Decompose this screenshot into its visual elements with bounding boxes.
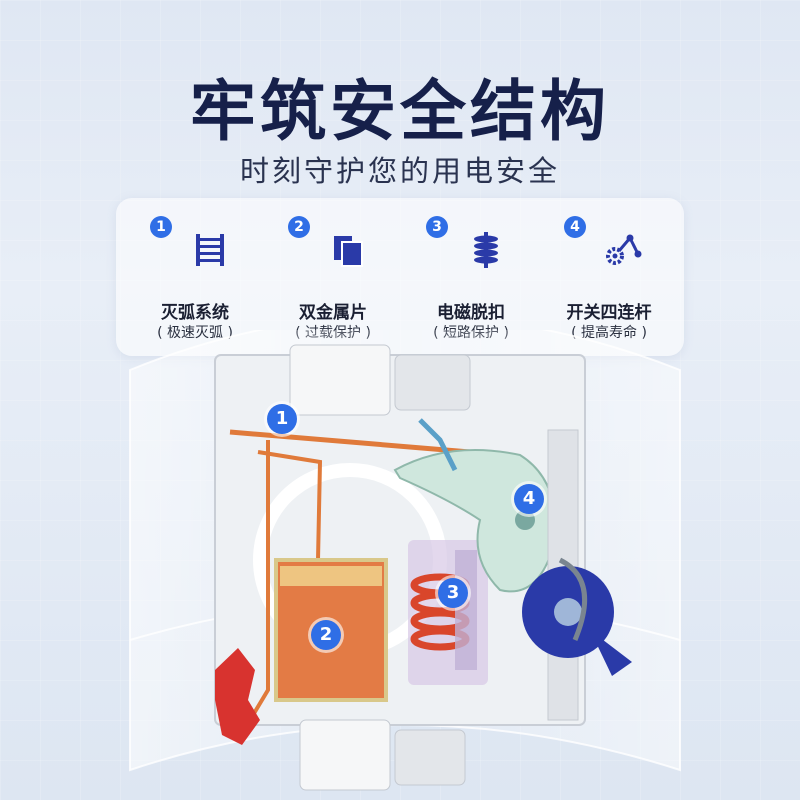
callout-badge-4: 4 <box>514 484 544 514</box>
copper-bar-mid <box>257 450 323 561</box>
bottom-terminal <box>299 719 391 791</box>
feature-desc: ( 提高寿命 ) <box>571 325 647 341</box>
feature-arc-system: 1 灭弧系统 ( 极速灭弧 ) <box>126 198 264 356</box>
bottom-terminal-screw <box>394 729 466 786</box>
callout-badge-2: 2 <box>311 620 341 650</box>
copper-bar-left <box>248 440 270 722</box>
page-subtitle: 时刻守护您的用电安全 <box>239 154 560 188</box>
coil-icon <box>474 232 498 268</box>
copper-bar-top <box>229 429 471 455</box>
feature-number-badge: 1 <box>150 216 172 238</box>
bimetal-strip-icon <box>334 236 363 267</box>
feature-four-bar-linkage: 4 开关四连杆 ( 提高寿命 ) <box>540 198 678 356</box>
feature-name: 电磁脱扣 <box>437 303 505 323</box>
linkage-icon <box>606 234 642 265</box>
page-title: 牢筑安全结构 <box>190 73 610 150</box>
arc-chute-icon <box>196 234 224 266</box>
callout-badge-1: 1 <box>267 404 297 434</box>
top-terminal <box>289 344 391 416</box>
feature-number-badge: 2 <box>288 216 310 238</box>
top-terminal-screw <box>394 354 471 411</box>
callout-badge-3: 3 <box>438 578 468 608</box>
feature-number-badge: 3 <box>426 216 448 238</box>
feature-name: 双金属片 <box>299 303 367 323</box>
feature-desc: ( 极速灭弧 ) <box>157 325 233 341</box>
four-bar-linkage <box>393 449 557 593</box>
feature-magnetic-trip: 3 电磁脱扣 ( 短路保护 ) <box>402 198 540 356</box>
feature-name: 开关四连杆 <box>566 303 652 323</box>
breaker-cutaway-illustration <box>129 330 681 791</box>
feature-number-badge: 4 <box>564 216 586 238</box>
red-handle <box>215 648 260 745</box>
feature-name: 灭弧系统 <box>161 303 229 323</box>
